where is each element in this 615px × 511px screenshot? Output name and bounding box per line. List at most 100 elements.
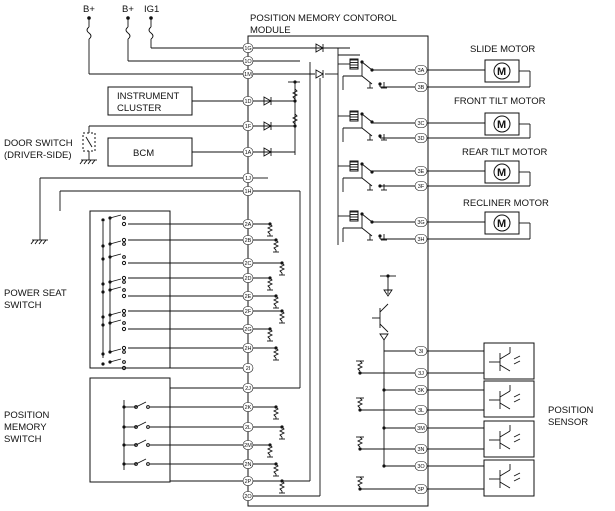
left-pin-label: 2M <box>244 443 252 449</box>
power-seat-switch-line1: POWER SEAT <box>4 288 67 299</box>
left-pin-label: 1D <box>244 99 251 105</box>
supply-feeds <box>86 16 248 75</box>
module-frame <box>247 35 429 507</box>
position-memory-switch-line2: MEMORY <box>4 422 47 433</box>
left-pin-label: 2J <box>245 386 251 392</box>
left-pin-label: 2E <box>245 294 252 300</box>
position-sensor-line1: POSITION <box>548 405 594 416</box>
instrument-cluster-line1: INSTRUMENT <box>117 91 179 102</box>
supply-ig1: IG1 <box>144 4 159 15</box>
sensor-box <box>483 420 535 458</box>
right-pin-label: 3L <box>418 408 424 414</box>
left-pin-2m <box>242 440 254 450</box>
left-pin-1m <box>242 69 254 79</box>
motor-symbol: M <box>497 119 506 131</box>
left-pin-2h <box>242 343 254 353</box>
left-pin-1h <box>242 186 254 196</box>
left-pin-label: 2C <box>244 261 251 267</box>
left-pin-label: 2B <box>245 238 252 244</box>
motor-circle <box>493 62 511 80</box>
module-title-line2: MODULE <box>250 25 291 36</box>
sensor-box <box>483 380 535 418</box>
motor-circle <box>493 214 511 232</box>
motor-symbol: M <box>497 66 506 78</box>
left-connector: 1G 1O 1M 1D 1F 1A 1J 1H 2A 2B 2C 2D 2E 2F 2G 2H 2I 2J 2K 2L… <box>242 43 254 501</box>
position-memory-switch-line3: SWITCH <box>4 434 42 445</box>
sensor-box <box>483 342 535 380</box>
module-title-line1: POSITION MEMORY CONTOROL <box>250 13 397 24</box>
left-pin-2f <box>242 306 254 316</box>
left-pin-2c <box>242 258 254 268</box>
left-pin-label: 1A <box>245 150 252 156</box>
motor-circle <box>493 163 511 181</box>
left-pin-2o <box>242 491 254 501</box>
left-pin-label: 2L <box>245 425 251 431</box>
right-pin-label: 3M <box>417 426 425 432</box>
left-pin-2d <box>242 273 254 283</box>
left-pin-1d <box>242 96 254 106</box>
left-pin-label: 1M <box>244 72 252 78</box>
right-pin-label: 3B <box>418 85 425 91</box>
right-pin-label: 3G <box>417 220 424 226</box>
power-seat-contacts <box>101 214 243 371</box>
left-pin-1f <box>242 121 254 131</box>
door-switch-line2: (DRIVER-SIDE) <box>4 150 72 161</box>
module-internal-circuit <box>253 43 415 497</box>
left-pin-label: 1O <box>244 59 252 65</box>
left-pin-label: 2I <box>246 366 251 372</box>
right-pin-label: 3F <box>418 184 425 190</box>
left-pin-2e <box>242 291 254 301</box>
left-pin-label: 2F <box>245 309 252 315</box>
left-pin-2a <box>242 219 254 229</box>
right-pin-label: 3C <box>417 121 424 127</box>
motor-circle <box>493 115 511 133</box>
left-pin-label: 2O <box>244 494 252 500</box>
rear-tilt-motor-label: REAR TILT MOTOR <box>462 147 547 158</box>
ground-lines <box>30 177 248 245</box>
right-pin-label: 3I <box>419 349 424 355</box>
left-pin-label: 2H <box>244 346 251 352</box>
right-pin-label: 3J <box>418 371 424 377</box>
power-seat-switch-line2: SWITCH <box>4 300 42 311</box>
position-memory-switch-line1: POSITION <box>4 410 50 421</box>
supply-b-plus-1: B+ <box>83 4 95 15</box>
position-memory-contacts <box>122 387 243 482</box>
left-pin-2p <box>242 476 254 486</box>
bcm-label: BCM <box>133 148 154 159</box>
right-pin-label: 3N <box>417 447 424 453</box>
instrument-cluster-line2: CLUSTER <box>117 103 161 114</box>
left-pin-label: 1F <box>245 124 252 130</box>
position-memory-switch-box <box>89 377 171 483</box>
position-sensor-line2: SENSOR <box>548 417 588 428</box>
left-pin-2l <box>242 422 254 432</box>
right-pin-label: 3E <box>418 169 425 175</box>
left-pin-label: 2N <box>244 462 251 468</box>
right-pin-label: 3P <box>418 487 425 493</box>
slide-motor-label: SLIDE MOTOR <box>470 44 535 55</box>
left-pin-1a <box>242 147 254 157</box>
door-switch-line1: DOOR SWITCH <box>4 138 73 149</box>
left-pin-label: 2K <box>245 405 252 411</box>
left-pin-2i <box>242 363 254 373</box>
left-pin-label: 1G <box>244 46 251 52</box>
position-sensors <box>427 342 535 497</box>
left-pin-label: 2D <box>244 276 251 282</box>
motors: M M M M <box>427 59 531 240</box>
motor-symbol: M <box>497 218 506 230</box>
left-pin-1o <box>242 56 254 66</box>
supply-b-plus-2: B+ <box>122 4 134 15</box>
power-seat-switch-box <box>89 210 171 369</box>
left-pin-label: 2P <box>245 479 252 485</box>
left-pin-label: 2A <box>245 222 252 228</box>
left-pin-2g <box>242 324 254 334</box>
left-pin-2b <box>242 235 254 245</box>
left-pin-label: 2G <box>244 327 251 333</box>
left-pin-label: 1H <box>244 189 251 195</box>
right-pin-label: 3O <box>417 464 425 470</box>
left-pin-label: 1J <box>245 176 251 182</box>
right-pin-label: 3K <box>418 388 425 394</box>
left-pin-1j <box>242 173 254 183</box>
motor-symbol: M <box>497 167 506 179</box>
